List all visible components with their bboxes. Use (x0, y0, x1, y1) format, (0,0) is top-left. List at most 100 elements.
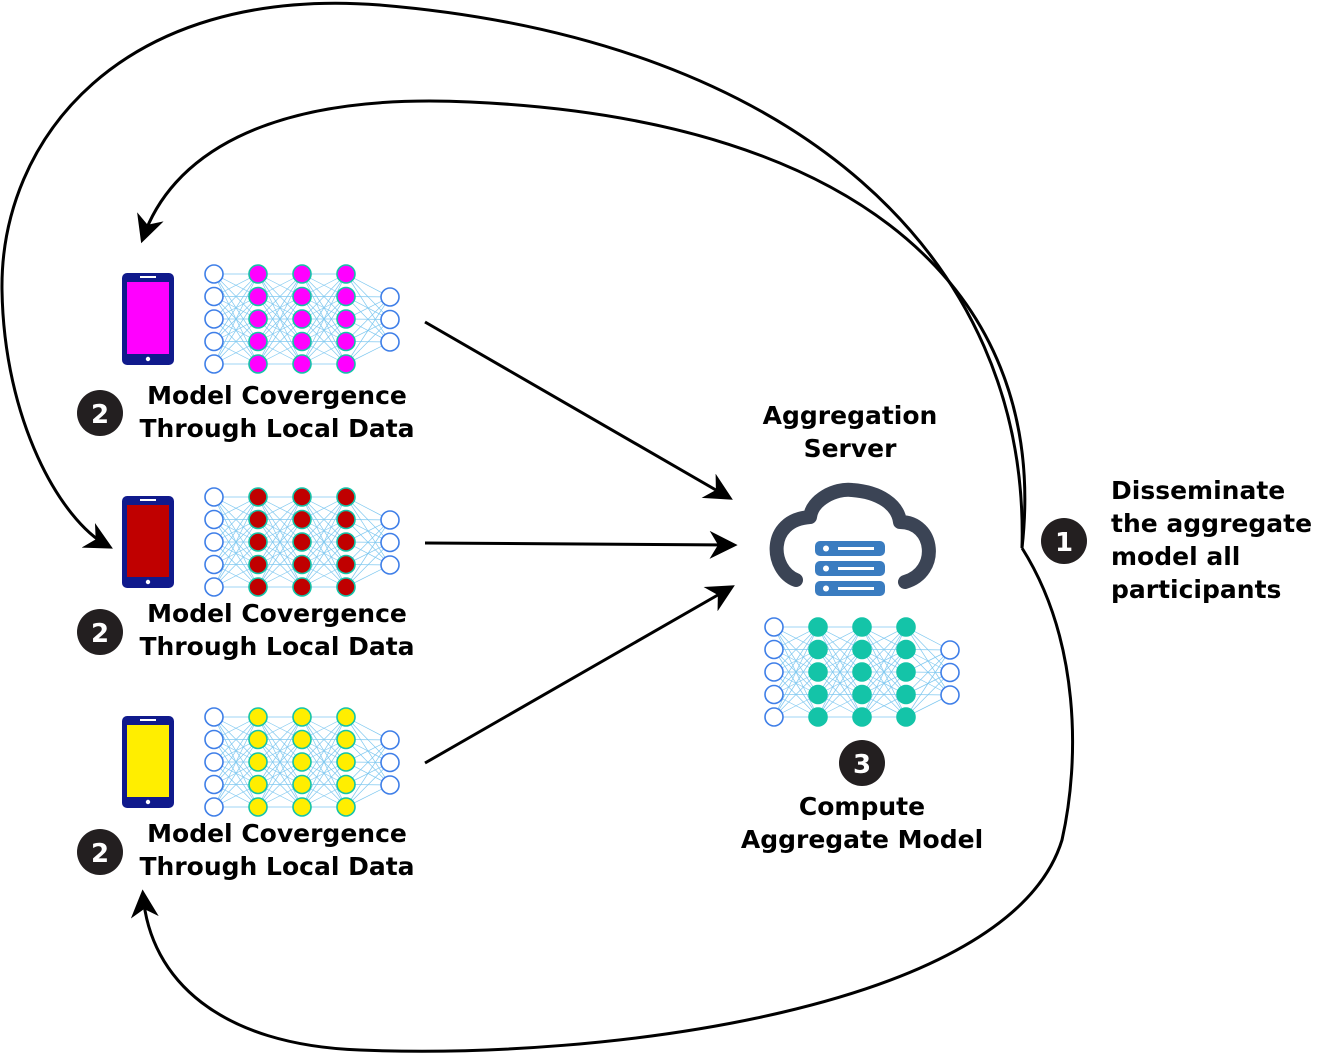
server-rack (815, 541, 885, 596)
dissemination-line4: participants (1111, 575, 1281, 604)
step-badge-number: 2 (91, 619, 109, 649)
network-edge (345, 319, 391, 365)
network-edge (213, 541, 259, 588)
smartphone-icon (122, 496, 174, 588)
network-edge (213, 273, 259, 365)
network-node (380, 555, 400, 575)
network-edge (301, 716, 347, 808)
dissemination-arrow-top-client (137, 99, 1027, 549)
network-edge (345, 739, 391, 808)
network-edge (345, 296, 391, 365)
hidden-layer (248, 264, 268, 374)
smartphone-icon (122, 716, 174, 808)
network-edge (213, 296, 259, 365)
network-edge (301, 318, 347, 365)
network-node (292, 752, 312, 772)
network-node (248, 264, 268, 284)
network-edge (257, 761, 303, 808)
network-edge (905, 649, 951, 718)
network-edge (257, 541, 303, 588)
network-node (380, 332, 400, 352)
network-node (248, 707, 268, 727)
network-edge (345, 762, 391, 808)
client-label-line1: Model Covergence (147, 599, 407, 628)
cloud-server-icon (769, 482, 936, 596)
network-node (808, 707, 828, 727)
network-edge (301, 716, 347, 763)
phone-speaker (140, 499, 156, 501)
server-light (823, 565, 829, 572)
network-node (852, 617, 872, 637)
step-badge (77, 609, 123, 655)
network-node (852, 707, 872, 727)
client-device-3 (122, 707, 400, 817)
network-edge (773, 649, 819, 718)
network-node (336, 577, 356, 597)
phone-home-button (145, 356, 151, 362)
network-edge (345, 296, 391, 342)
hidden-layer (292, 707, 312, 817)
network-node (248, 554, 268, 575)
hidden-layer (336, 264, 356, 374)
network-edge (257, 739, 303, 808)
neural-network-icon (204, 264, 400, 374)
network-edge (773, 626, 819, 718)
network-node (940, 685, 960, 705)
phone-speaker (140, 719, 156, 721)
network-edge (301, 761, 347, 808)
network-edge (345, 519, 391, 588)
network-node (808, 617, 828, 637)
server-light (823, 585, 829, 592)
network-node (852, 662, 872, 682)
network-edge (257, 496, 303, 588)
output-layer (940, 640, 960, 705)
network-edge (257, 296, 303, 365)
neural-network-icon (204, 487, 400, 597)
network-node (896, 707, 916, 727)
network-edge (213, 273, 259, 320)
network-edge (301, 519, 347, 588)
dissemination-line3: model all (1111, 542, 1240, 571)
network-edge (257, 496, 303, 543)
dissemination-arrow-middle-client (0, 1, 1024, 549)
network-node (248, 774, 268, 795)
network-node (204, 309, 224, 329)
network-node (204, 774, 224, 795)
network-node (764, 662, 784, 682)
client-device-2 (122, 487, 400, 597)
network-edge (817, 626, 863, 673)
step-badge-number: 1 (1055, 528, 1073, 558)
network-edge (345, 519, 391, 565)
network-node (248, 487, 268, 507)
network-edge (213, 716, 259, 808)
network-edge (345, 739, 391, 785)
network-node (292, 331, 312, 352)
network-edge (257, 716, 303, 763)
network-node (204, 264, 224, 284)
network-node (204, 554, 224, 575)
network-node (248, 532, 268, 552)
network-edge (773, 626, 819, 673)
network-edge (905, 649, 951, 695)
network-node (248, 752, 268, 772)
server-title-line1: Aggregation (763, 401, 938, 430)
network-edge (301, 496, 347, 588)
network-edge (301, 541, 347, 588)
network-node (336, 309, 356, 329)
dissemination-line1: Disseminate (1111, 476, 1285, 505)
network-node (248, 309, 268, 329)
hidden-layer (336, 487, 356, 597)
network-edge (861, 626, 907, 695)
network-node (896, 617, 916, 637)
network-node (336, 729, 356, 750)
network-node (292, 309, 312, 329)
server-light (823, 545, 829, 552)
network-node (852, 639, 872, 660)
network-edge (773, 626, 819, 695)
client-label-3: 2 Model Covergence Through Local Data (77, 819, 415, 881)
network-node (204, 487, 224, 507)
network-node (336, 707, 356, 727)
network-node (336, 554, 356, 575)
hidden-layer (808, 617, 828, 727)
